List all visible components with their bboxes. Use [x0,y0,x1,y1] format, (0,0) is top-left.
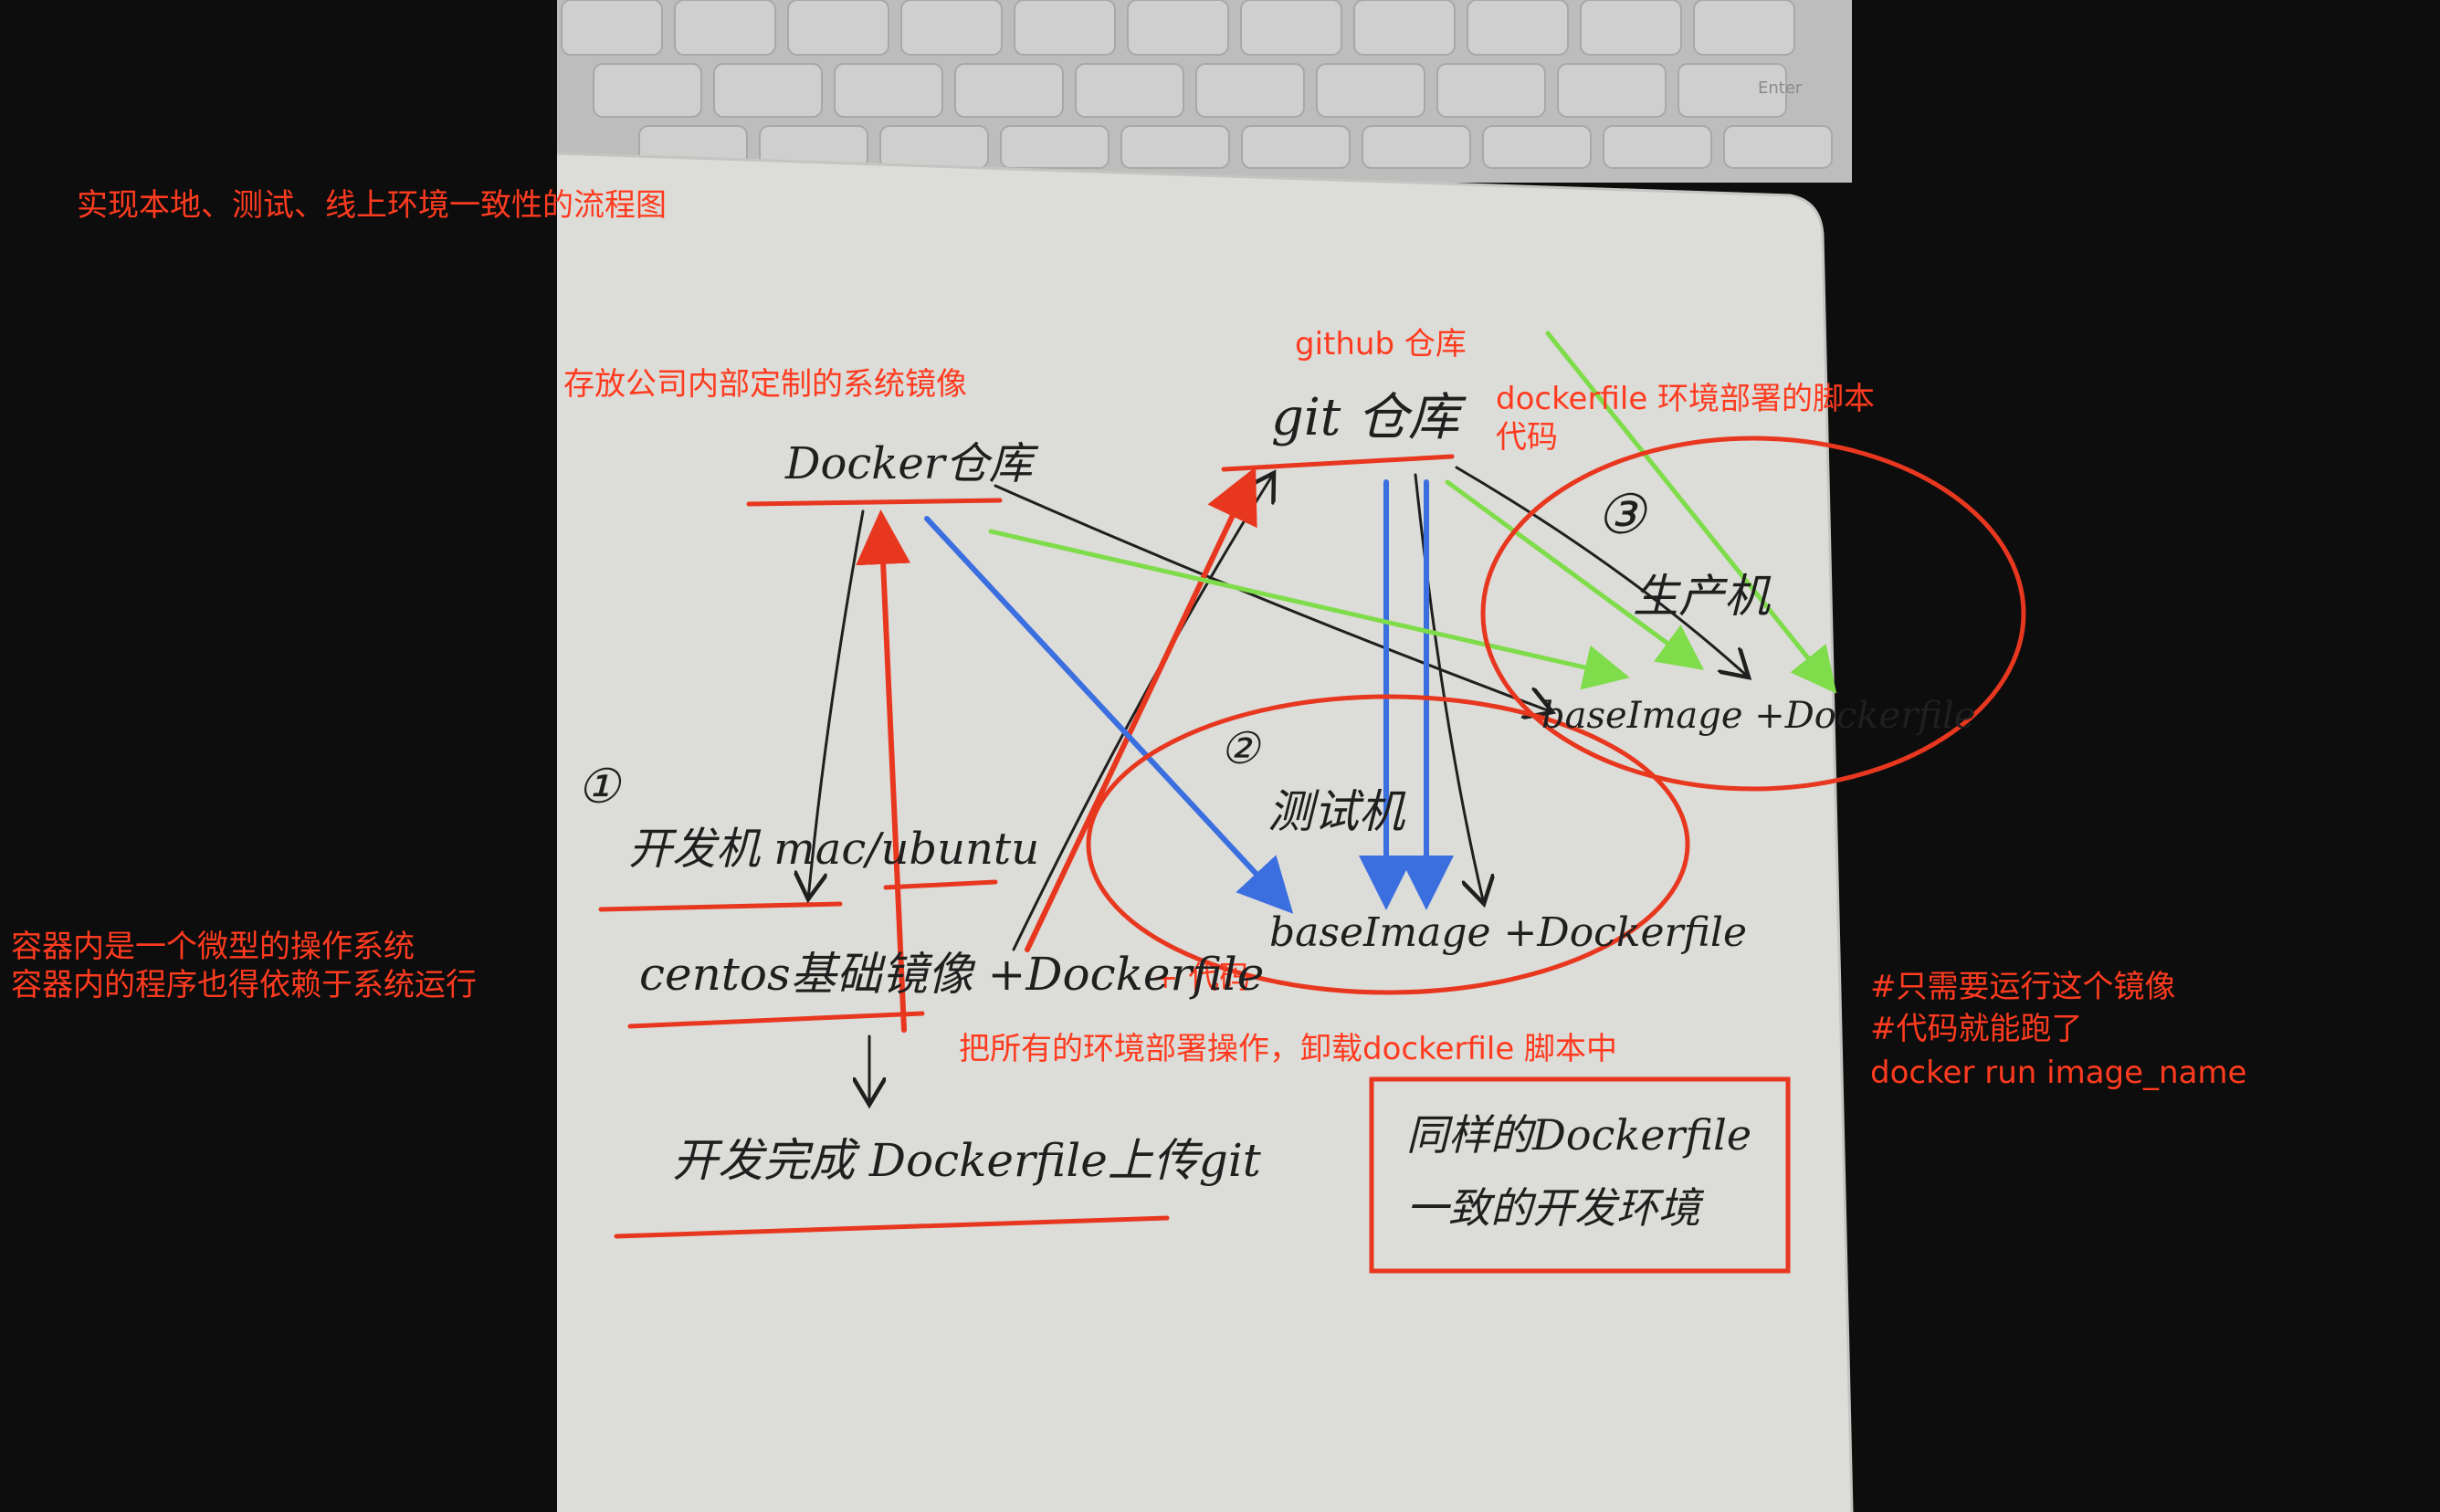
underline-git-repo [1221,454,1455,472]
hand-box-line1: 同样的Dockerfile [1406,1110,1752,1160]
underline-upload [614,1215,1170,1239]
keyboard-key [1195,63,1305,118]
notebook-paper [556,152,1854,1512]
keyboard-key [1127,0,1229,56]
deploy-note: 把所有的环境部署操作，卸载dockerfile 脚本中 [959,1031,1618,1067]
docker-repo-note: 存放公司内部定制的系统镜像 [563,366,967,403]
hand-step1: ① [577,760,620,814]
keyboard-key [1014,0,1116,56]
keyboard-key [834,63,943,118]
ink-arrow-docker-to-dev [808,509,865,899]
hand-step3: ③ [1596,483,1646,547]
ink-arrow-dockerfile-to-git [1012,473,1274,951]
plus-code-note: + 代码 [1152,960,1251,996]
keyboard-key [1075,63,1184,118]
keyboard-key [1580,0,1682,56]
keyboard-key [1316,63,1425,118]
github-note: github 仓库 [1295,326,1467,362]
run-note-line1: #只需要运行这个镜像 [1870,969,2176,1005]
keyboard-key [1723,125,1833,169]
keyboard-key [954,63,1064,118]
keyboard-key [593,63,702,118]
hand-docker-repo: Docker仓库 [785,438,1033,489]
keyboard-key [1436,63,1546,118]
keyboard-photo: Enter [557,0,1852,183]
hand-dev-machine: 开发机 mac/ubuntu [628,824,1040,875]
keyboard-key [900,0,1003,56]
keyboard-key [674,0,776,56]
underline-docker-repo [746,498,1003,507]
ink-arrow-git-to-test [1414,473,1484,904]
red-arrow-dockerfile-to-git [1025,467,1257,952]
hand-test-image: baseImage +Dockerfile [1269,909,1748,956]
keyboard-key [1557,63,1667,118]
underline-dev-machine [598,901,843,912]
keyboard-key [1693,0,1795,56]
enter-key-label: Enter [1758,79,1803,98]
prod-machine-ellipse [1480,436,2026,792]
run-note-line3: docker run image_name [1870,1055,2247,1091]
container-note-line2: 容器内的程序也得依赖于系统运行 [11,967,477,1003]
keyboard-key [787,0,889,56]
dockerfile-note-line2: 代码 [1496,419,1558,456]
container-note-line1: 容器内是一个微型的操作系统 [11,929,415,965]
hand-step2: ② [1220,723,1260,774]
underline-base-image [627,1011,925,1029]
keyboard-key [1467,0,1569,56]
keyboard-key [1362,125,1471,169]
hand-box-line2: 一致的开发环境 [1406,1183,1700,1233]
blue-arrow-docker-to-test [924,516,1294,914]
keyboard-key [1678,63,1787,118]
hand-prod-image: baseImage +Dockerfile [1541,695,1976,737]
hand-prod-machine: 生产机 [1633,570,1770,623]
red-arrow-base-to-docker [856,509,911,1033]
hand-upload-line: 开发完成 Dockerfile上传git [672,1134,1261,1187]
keyboard-key [1482,125,1592,169]
keyboard-key [1603,125,1712,169]
keyboard-key [1000,125,1110,169]
consistency-box [1369,1076,1791,1274]
hand-git-repo: git 仓库 [1271,388,1460,447]
ink-arrow-docker-to-prod [994,484,1552,712]
keyboard-key [713,63,823,118]
green-arrow-git-to-prod [1445,479,1705,670]
hand-base-image: centos基础镜像 +Dockerfile [639,948,1265,1001]
run-note-line2: #代码就能跑了 [1870,1011,2083,1047]
keyboard-key [561,0,663,56]
hand-test-machine: 测试机 [1267,785,1404,838]
keyboard-key [1241,125,1351,169]
ink-arrow-git-to-prod [1455,466,1749,677]
test-machine-ellipse [1086,694,1690,995]
dockerfile-note-line1: dockerfile 环境部署的脚本 [1496,381,1876,417]
green-arrow-docker-to-prod [988,529,1630,690]
diagram-title: 实现本地、测试、线上环境一致性的流程图 [77,187,667,224]
underline-dev-machine-right [883,879,998,890]
keyboard-key [1353,0,1456,56]
keyboard-key [1240,0,1342,56]
keyboard-key [1120,125,1230,169]
green-arrow-note-to-prod [1545,331,1837,694]
keyboard-key [879,125,989,169]
